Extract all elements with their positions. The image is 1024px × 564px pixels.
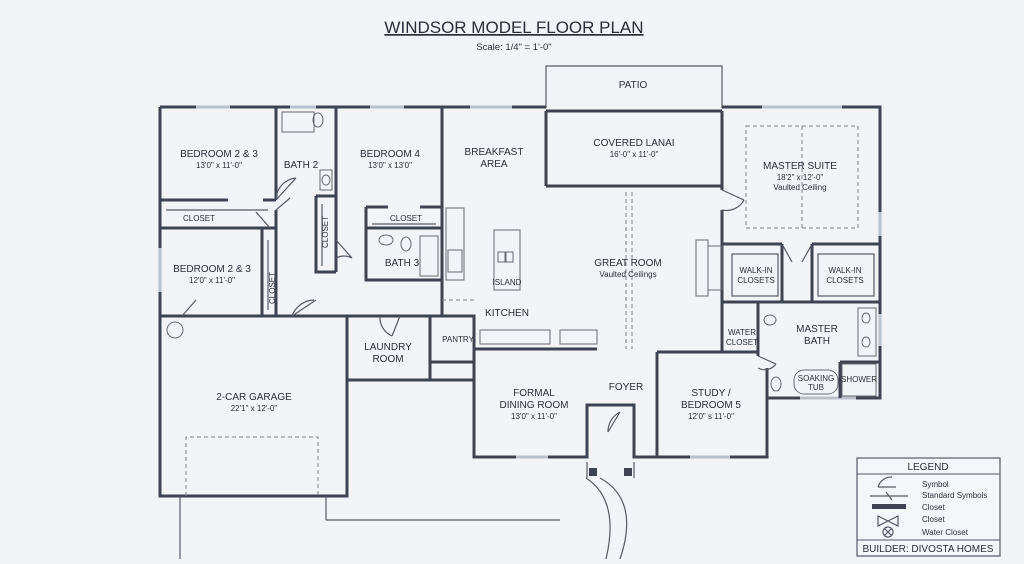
study-label-line1: STUDY / bbox=[691, 388, 730, 399]
legend-item-water-closet: Water Closet bbox=[922, 528, 969, 537]
breakfast-label-line2: AREA bbox=[480, 159, 508, 170]
legend-title: LEGEND bbox=[907, 462, 948, 473]
vault-lines bbox=[442, 125, 859, 349]
walk-in-left-line1: WALK-IN bbox=[739, 266, 772, 275]
bedroom-4-dim: 13'0" x 13'0" bbox=[368, 161, 412, 170]
great-room-note: Vaulted Ceilings bbox=[599, 270, 656, 279]
fireplace bbox=[695, 239, 723, 297]
laundry-label-line2: ROOM bbox=[372, 354, 403, 365]
walk-in-left-line2: CLOSETS bbox=[737, 276, 774, 285]
closet-icon bbox=[872, 504, 906, 509]
walk-in-right-line2: CLOSETS bbox=[826, 276, 863, 285]
water-closet-icon bbox=[882, 526, 894, 538]
interior-walls bbox=[160, 107, 880, 432]
bifold-icon bbox=[877, 515, 899, 527]
dining-label-line1: FORMAL bbox=[513, 388, 555, 399]
legend-item-closet-2: Closet bbox=[922, 515, 945, 524]
bedroom-2-3-lower-label: BEDROOM 2 & 3 bbox=[173, 264, 251, 275]
dining-dim: 13'0" x 11'-0" bbox=[511, 412, 557, 421]
water-closet-line1: WATER bbox=[728, 328, 756, 337]
builder-label: BUILDER: DIVOSTA HOMES bbox=[863, 544, 994, 555]
bedroom-2-3-upper-label: BEDROOM 2 & 3 bbox=[180, 149, 258, 160]
windows bbox=[158, 105, 882, 459]
closet-lower-label: CLOSET bbox=[268, 272, 277, 304]
plan-title: WINDSOR MODEL FLOOR PLAN bbox=[384, 18, 643, 37]
foyer-label: FOYER bbox=[609, 382, 643, 393]
master-bath-line1: MASTER bbox=[796, 324, 838, 335]
bedroom-2-3-lower-dim: 12'0" x 11'-0" bbox=[189, 276, 235, 285]
closet-shelves bbox=[166, 204, 875, 310]
covered-lanai-label: COVERED LANAI bbox=[593, 138, 674, 149]
shower-label: SHOWER bbox=[841, 375, 877, 384]
garage-label: 2-CAR GARAGE bbox=[216, 392, 292, 403]
bath-2-label: BATH 2 bbox=[284, 160, 319, 171]
closet-bedroom-4-label: CLOSET bbox=[390, 214, 422, 223]
closet-upper-label: CLOSET bbox=[183, 214, 215, 223]
door-swing-icon bbox=[877, 476, 896, 488]
walk-in-right-line1: WALK-IN bbox=[828, 266, 861, 275]
bedroom-2-3-upper-dim: 13'0" x 11'-0" bbox=[196, 161, 242, 170]
soaking-tub-line1: SOAKING bbox=[798, 374, 834, 383]
pantry-label: PANTRY bbox=[442, 335, 474, 344]
patio-label: PATIO bbox=[619, 80, 648, 91]
island-label: ISLAND bbox=[493, 278, 522, 287]
legend-box: LEGEND Symbol Standard Symbols Closet Cl… bbox=[856, 457, 1001, 557]
plan-scale: Scale: 1/4" = 1'-0" bbox=[476, 42, 551, 53]
legend-item-symbol: Symbol bbox=[922, 480, 949, 489]
master-suite-label: MASTER SUITE bbox=[763, 161, 837, 172]
window-icon bbox=[870, 491, 908, 501]
master-suite-note: Vaulted Ceiling bbox=[773, 183, 826, 192]
soaking-tub-line2: TUB bbox=[808, 383, 824, 392]
garage-dim: 22'1" x 12'-0" bbox=[231, 404, 278, 413]
master-bath-line2: BATH bbox=[804, 336, 830, 347]
water-closet-line2: CLOSET bbox=[726, 338, 758, 347]
master-suite-dim: 18'2" x 12'-0" bbox=[777, 173, 824, 182]
bath-3-label: BATH 3 bbox=[385, 258, 420, 269]
kitchen-label: KITCHEN bbox=[485, 308, 529, 319]
patio-outline bbox=[545, 65, 723, 108]
legend-item-standard-symbols: Standard Symbols bbox=[922, 491, 987, 500]
laundry-label-line1: LAUNDRY bbox=[364, 342, 412, 353]
study-dim: 12'0" s 11'-0" bbox=[688, 412, 734, 421]
legend-item-closet-1: Closet bbox=[922, 503, 945, 512]
dining-label-line2: DINING ROOM bbox=[500, 400, 569, 411]
entry-posts bbox=[589, 468, 632, 476]
bath-fixtures bbox=[281, 111, 877, 397]
door-swings bbox=[181, 177, 813, 433]
garage-details bbox=[166, 321, 635, 560]
closet-vertical-label: CLOSET bbox=[321, 216, 330, 248]
study-label-line2: BEDROOM 5 bbox=[681, 400, 741, 411]
breakfast-label-line1: BREAKFAST bbox=[465, 147, 524, 158]
kitchen-fixtures bbox=[445, 207, 598, 345]
great-room-label: GREAT ROOM bbox=[594, 258, 661, 269]
room-labels: PATIO COVERED LANAI 16'-0" x 11'-0" BEDR… bbox=[173, 80, 877, 421]
bedroom-4-label: BEDROOM 4 bbox=[360, 149, 420, 160]
covered-lanai-dim: 16'-0" x 11'-0" bbox=[610, 150, 659, 159]
